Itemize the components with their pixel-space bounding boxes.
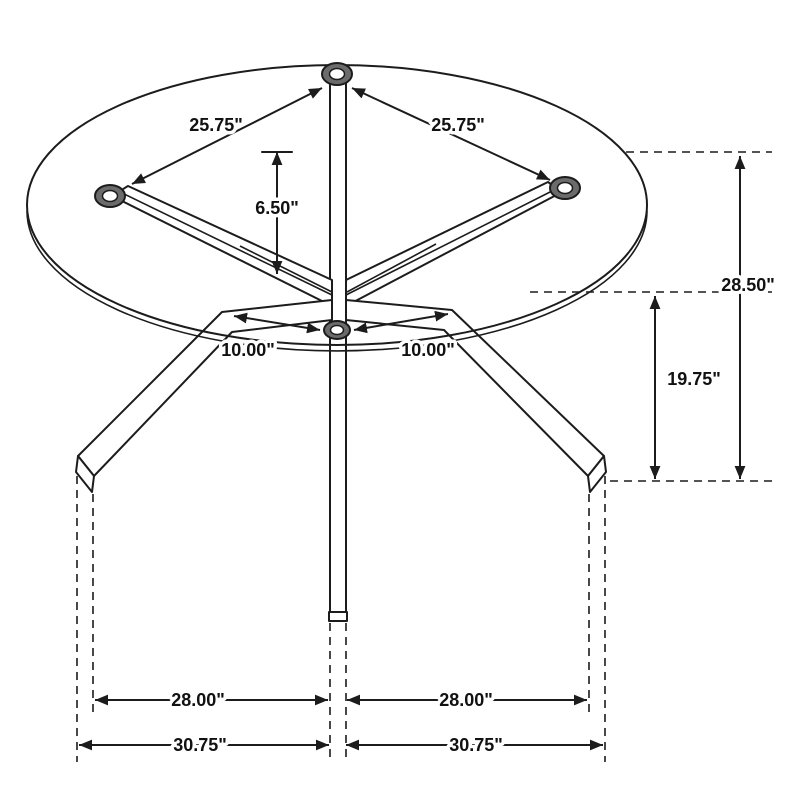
dim-inner-span-right: 28.00" <box>347 687 587 714</box>
left-arm-ridge-line <box>119 191 333 296</box>
dim-label: 19.75" <box>667 369 721 389</box>
dim-apron-height: 6.50" <box>252 152 302 274</box>
dim-overall-height: 28.50" <box>718 156 778 479</box>
dim-label: 25.75" <box>189 115 243 135</box>
mount-grommet-right <box>549 176 581 200</box>
right-stretcher-line <box>346 243 437 293</box>
dimensions: 25.75" 25.75" 6.50" 10.00" 10.00" 28.50"… <box>79 87 778 759</box>
dim-label: 30.75" <box>449 735 503 755</box>
hub-cap <box>323 320 351 340</box>
dim-inner-span-left: 28.00" <box>95 687 328 714</box>
reference-lines <box>76 151 772 762</box>
dim-hub-right: 10.00" <box>353 310 458 364</box>
dim-hub-left: 10.00" <box>218 312 321 364</box>
dim-arrow <box>233 312 321 334</box>
dim-diagonal-right: 25.75" <box>351 87 551 181</box>
dim-underside-clearance: 19.75" <box>649 296 724 479</box>
dim-label: 28.00" <box>439 690 493 710</box>
dim-label: 30.75" <box>173 735 227 755</box>
left-foot-face <box>75 455 95 493</box>
right-foot-face <box>587 455 607 493</box>
center-column-foot <box>328 611 348 622</box>
right-leg <box>345 299 605 477</box>
left-stretcher-line <box>239 245 333 293</box>
dim-arrow <box>131 87 323 185</box>
mount-grommet-left <box>94 184 126 208</box>
dim-diagonal-left: 25.75" <box>131 87 323 185</box>
dim-label: 28.50" <box>721 275 775 295</box>
dim-label: 10.00" <box>401 340 455 360</box>
glass-top <box>26 64 648 352</box>
right-arm <box>345 181 563 307</box>
dim-outer-span-right: 30.75" <box>346 732 603 759</box>
glass-edge-thickness-arc <box>26 210 648 352</box>
dim-arrow <box>351 87 551 181</box>
dim-label: 6.50" <box>255 198 299 218</box>
dim-arrow <box>353 310 449 334</box>
mount-grommet-top <box>321 62 353 86</box>
dim-label: 25.75" <box>431 115 485 135</box>
dim-label: 28.00" <box>171 690 225 710</box>
right-arm-ridge-line <box>345 188 557 296</box>
dim-outer-span-left: 30.75" <box>79 732 329 759</box>
dim-label: 10.00" <box>221 340 275 360</box>
